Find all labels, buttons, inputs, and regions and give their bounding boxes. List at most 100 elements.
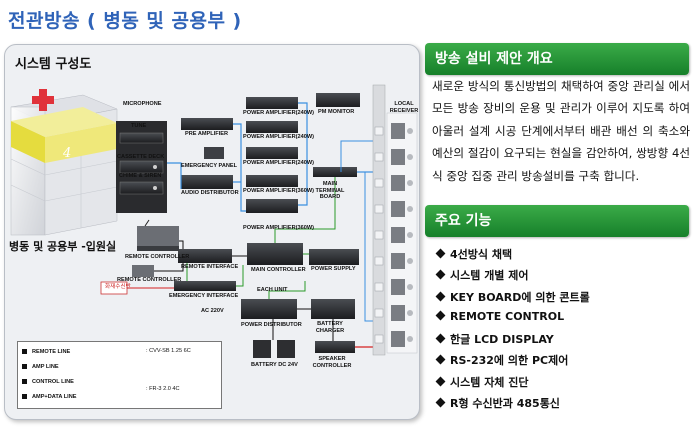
- feature-item: 시스템 개별 제어: [435, 267, 590, 288]
- legend-control-line: CONTROL LINE: [22, 379, 74, 385]
- feature-item: KEY BOARD에 의한 콘트롤: [435, 289, 590, 310]
- battery-charger-device: [311, 299, 355, 319]
- label-pm-monitor: PM MONITOR: [318, 109, 355, 115]
- label-power-amp-240-a: POWER AMPLIFIER(240W): [243, 110, 314, 116]
- local-receiver-unit: [391, 279, 405, 295]
- label-remote-controller-2: REMOTE CONTROLLER: [117, 277, 182, 283]
- power-amplifier-240-b: [246, 121, 298, 133]
- remote-interface-device: [178, 249, 232, 263]
- label-power-amp-240-b: POWER AMPLIFIER(240W): [243, 134, 314, 140]
- label-speaker-controller: SPEAKER CONTROLLER: [312, 356, 352, 369]
- power-amplifier-240-c: [246, 147, 298, 159]
- device-icons: [100, 93, 360, 358]
- local-receiver-unit: [391, 253, 405, 269]
- terminal-block: [374, 282, 384, 292]
- local-receiver-unit: [391, 123, 405, 139]
- terminal-block: [374, 308, 384, 318]
- emergency-panel-device: [204, 147, 224, 159]
- label-emergency-interface: EMERGENCY INTERFACE: [169, 293, 239, 299]
- speaker-icon: [407, 310, 413, 316]
- label-power-amp-240-c: POWER AMPLIFIER(240W): [243, 160, 314, 166]
- label-audio-distributor: AUDIO DISTRIBUTOR: [181, 190, 239, 196]
- line-legend: REMOTE LINE AMP LINE CONTROL LINE AMP+DA…: [17, 341, 222, 409]
- terminal-block: [374, 334, 384, 344]
- ward-label: 병동 및 공용부 -입원실: [9, 240, 117, 253]
- local-receiver-unit: [391, 305, 405, 321]
- label-battery-charger: BATTERY CHARGER: [315, 321, 345, 334]
- local-receiver-unit: [391, 227, 405, 243]
- speaker-icon: [407, 258, 413, 264]
- label-emergency-panel: EMERGENCY PANEL: [181, 163, 238, 169]
- terminal-block: [374, 178, 384, 188]
- diamond-bullet-icon: [435, 310, 446, 321]
- speaker-icon: [407, 336, 413, 342]
- power-supply-device: [309, 249, 359, 265]
- legend-remote-line: REMOTE LINE: [22, 349, 70, 355]
- hospital-cross-icon: [32, 89, 54, 111]
- label-chime-siren: CHIME & SIREN: [119, 173, 162, 179]
- features-list: 4선방식 채택 시스템 개별 제어 KEY BOARD에 의한 콘트롤 REMO…: [435, 246, 590, 416]
- pre-amplifier-device: [181, 118, 233, 130]
- diamond-bullet-icon: [435, 355, 446, 365]
- legend-cable-spec-2: : FR-3 2.0 4C: [146, 386, 180, 392]
- intro-section-header: 방송 설비 제안 개요: [425, 43, 689, 75]
- emergency-interface-device: [174, 281, 236, 291]
- diamond-bullet-icon: [435, 291, 446, 302]
- local-receiver-unit: [391, 331, 405, 347]
- power-amplifier-360-a: [246, 175, 298, 187]
- terminal-block: [374, 256, 384, 266]
- feature-item: 4선방식 채택: [435, 246, 590, 267]
- label-power-amp-360-b: POWER AMPLIFIER(360W): [243, 225, 314, 231]
- feature-item: REMOTE CONTROL: [435, 310, 590, 331]
- label-cassette-deck: CASSETTE DECK: [117, 154, 165, 160]
- battery-device-2: [277, 340, 295, 358]
- label-power-amp-360-a: POWER AMPLIFIER(360W): [243, 188, 314, 194]
- local-receiver-unit: [391, 201, 405, 217]
- speaker-icon: [407, 206, 413, 212]
- label-microphone: MICROPHONE: [123, 101, 162, 107]
- pm-monitor-device: [316, 93, 360, 107]
- equipment-rack: [116, 121, 167, 213]
- speaker-icon: [407, 154, 413, 160]
- diagram-title: 시스템 구성도: [15, 57, 92, 72]
- system-diagram: 4: [10, 84, 418, 401]
- main-controller-device: [247, 243, 303, 265]
- label-tune: TUNE: [131, 123, 147, 129]
- speaker-controller-device: [315, 341, 355, 353]
- diamond-bullet-icon: [435, 397, 446, 408]
- diamond-bullet-icon: [435, 333, 446, 344]
- audio-distributor-device: [181, 175, 233, 189]
- feature-item: R형 수신반과 485통신: [435, 395, 590, 416]
- label-power-distributor: POWER DISTRIBUTOR: [241, 322, 302, 328]
- terminal-block: [374, 204, 384, 214]
- diamond-bullet-icon: [435, 376, 446, 387]
- label-fire-receiver: 화재수신반: [105, 284, 131, 290]
- diamond-bullet-icon: [435, 269, 446, 280]
- feature-item: RS-232에 의한 PC제어: [435, 352, 590, 373]
- local-receiver-unit: [391, 149, 405, 165]
- label-battery: BATTERY DC 24V: [251, 362, 298, 368]
- label-local-receiver: LOCAL RECEIVER: [389, 101, 419, 114]
- local-receiver-unit: [391, 175, 405, 191]
- speaker-icon: [407, 232, 413, 238]
- page-title: 전관방송 ( 병동 및 공용부 ): [8, 10, 242, 32]
- remote-controller-2: [132, 265, 154, 277]
- power-amplifier-240-a: [246, 97, 298, 109]
- terminal-block: [374, 126, 384, 136]
- label-remote-controller: REMOTE CONTROLLER: [125, 254, 190, 260]
- features-section-header: 주요 기능: [425, 205, 689, 237]
- power-distributor-device: [241, 299, 297, 319]
- remote-controller-desk: [137, 226, 179, 248]
- label-power-supply: POWER SUPPLY: [311, 266, 356, 272]
- building-illustration: 4: [10, 89, 118, 236]
- intro-section-text: 새로운 방식의 통신방법의 채택하여 중앙 관리실 에서 모든 방송 장비의 운…: [432, 79, 690, 183]
- feature-item: 시스템 자체 진단: [435, 374, 590, 395]
- legend-cable-spec-1: : CVV-SB 1.25 6C: [146, 348, 191, 354]
- speaker-icon: [407, 180, 413, 186]
- highlighted-floor: [11, 107, 117, 163]
- legend-amp-line: AMP LINE: [22, 364, 59, 370]
- building-floor-label: 4: [62, 146, 71, 161]
- speaker-icon: [407, 128, 413, 134]
- terminal-block: [374, 230, 384, 240]
- label-main-terminal-board: MAIN TERMINAL BOARD: [315, 181, 345, 200]
